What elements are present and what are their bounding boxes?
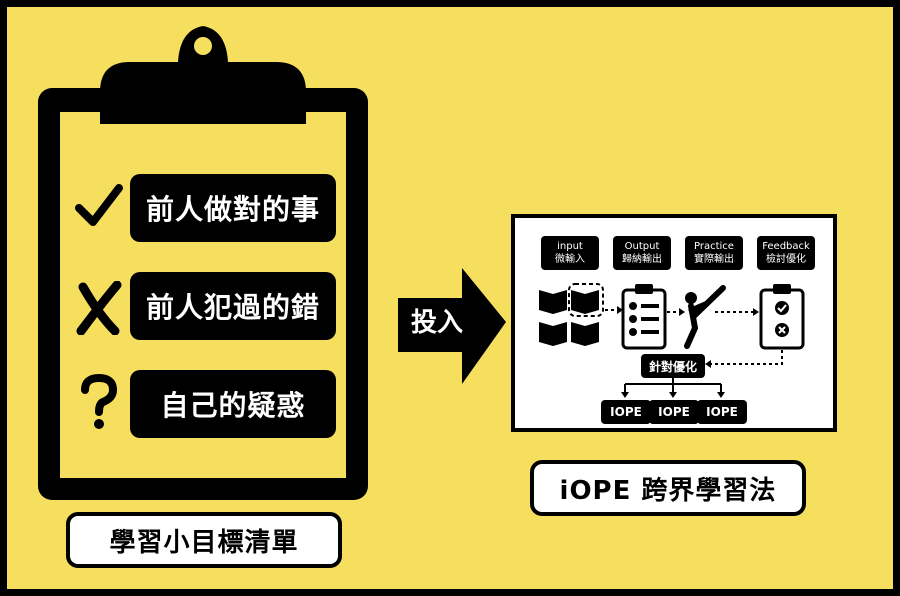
stage-feedback-en: Feedback (762, 241, 810, 252)
stage-output-en: Output (624, 241, 660, 252)
optimize-box: 針對優化 (641, 354, 705, 378)
stage-practice-en: Practice (694, 241, 734, 252)
arrow-shape (398, 268, 506, 384)
stage-feedback-zh: 檢討優化 (766, 254, 806, 265)
stage-practice: Practice 實際輸出 (685, 236, 743, 270)
framework-flow-graphic (539, 283, 805, 398)
clipboard-clip (100, 26, 306, 124)
stage-output: Output 歸納輸出 (613, 236, 671, 270)
stage-input: input 微輸入 (541, 236, 599, 270)
checklist-item-right: 前人做對的事 (130, 174, 336, 242)
checklist-item-wrong: 前人犯過的錯 (130, 272, 336, 340)
feedback-clipboard-icon (759, 284, 805, 350)
clipboard-clip-hole (194, 37, 212, 55)
checklist-item-doubt: 自己的疑惑 (130, 370, 336, 438)
arrow-label: 投入 (410, 307, 463, 338)
iope-framework-diagram: input 微輸入 Output 歸納輸出 Practice 實際輸出 Feed… (511, 214, 837, 432)
iope-box-2: IOPE (649, 400, 699, 424)
stage-output-zh: 歸納輸出 (622, 254, 662, 265)
stage-practice-zh: 實際輸出 (694, 254, 734, 265)
iope-box-1: IOPE (601, 400, 651, 424)
stage-input-en: input (557, 241, 583, 252)
cross-icon (72, 278, 126, 338)
books-icon (539, 283, 604, 346)
checklist-title: 學習小目標清單 (66, 512, 342, 568)
practice-person-icon (684, 285, 726, 349)
check-icon (72, 176, 126, 236)
stage-input-zh: 微輸入 (555, 254, 585, 265)
iope-box-3: IOPE (697, 400, 747, 424)
checklist-clipboard-icon (621, 284, 667, 350)
stage-feedback: Feedback 檢討優化 (757, 236, 815, 270)
question-icon (72, 372, 126, 432)
framework-title: iOPE 跨界學習法 (530, 460, 806, 516)
